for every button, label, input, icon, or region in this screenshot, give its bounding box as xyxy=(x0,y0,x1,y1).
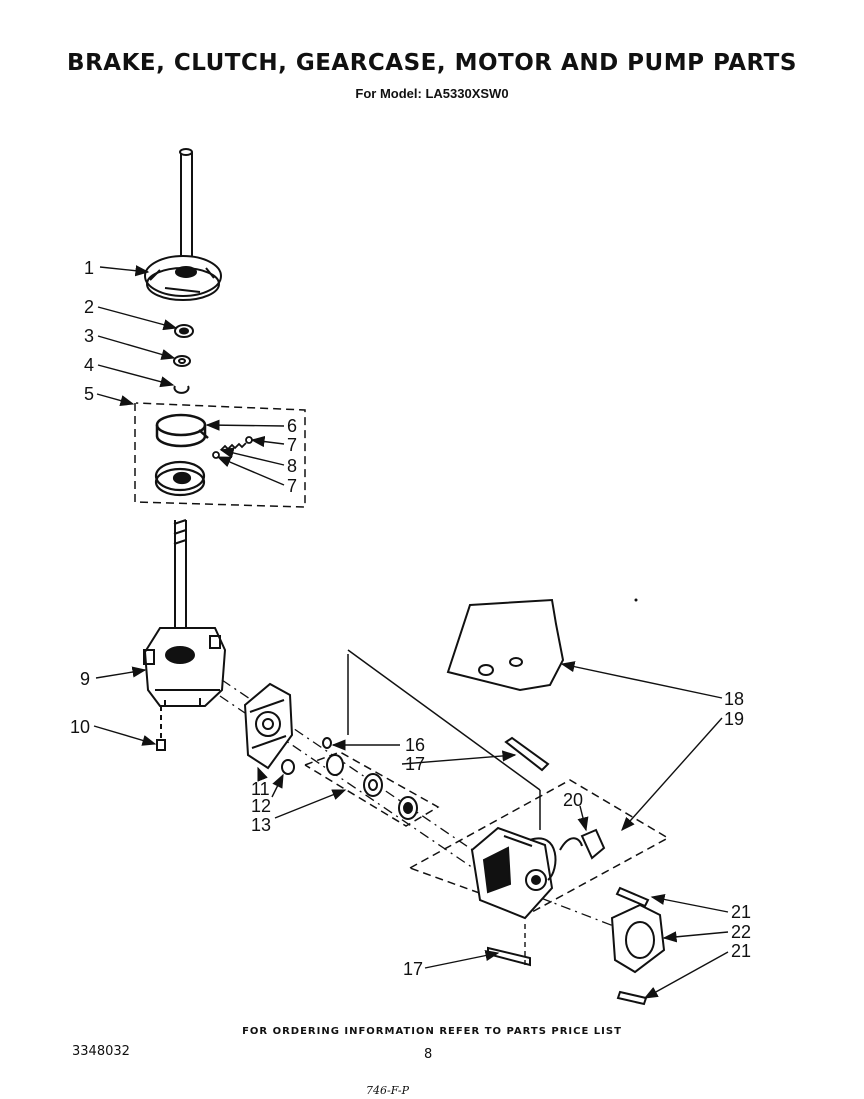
leader-lines xyxy=(93,265,729,999)
callout-8: 8 xyxy=(287,456,297,476)
part-13-pump-parts xyxy=(326,754,418,820)
part-3-washer xyxy=(173,355,191,367)
part-17-bracket-lower xyxy=(487,946,531,967)
callout-5: 5 xyxy=(84,384,94,404)
document-number: 3348032 xyxy=(72,1044,130,1059)
callout-2: 2 xyxy=(84,297,94,317)
handwritten-code: 746-F-P xyxy=(366,1084,409,1097)
part-20-terminal-block xyxy=(559,828,606,860)
part-7-8-spring xyxy=(212,436,253,459)
callout-10: 10 xyxy=(70,717,90,737)
callout-19: 19 xyxy=(724,709,744,729)
callout-11: 11 xyxy=(251,779,270,799)
part-11-gasket-plate xyxy=(243,682,294,770)
callout-17-lower: 17 xyxy=(403,959,423,979)
callout-6: 6 xyxy=(287,416,297,436)
part-16-clip xyxy=(322,737,332,749)
part-13-pump-box xyxy=(304,751,440,827)
part-1-brake-cam xyxy=(144,255,222,301)
callout-3: 3 xyxy=(84,326,94,346)
motor xyxy=(470,826,557,920)
pump-connector-line xyxy=(347,649,541,830)
part-6-brake-band xyxy=(155,413,209,448)
callout-17-upper: 17 xyxy=(405,754,425,774)
callout-4: 4 xyxy=(84,355,94,375)
part-9-gearcase xyxy=(143,627,227,707)
page-number: 8 xyxy=(424,1047,433,1062)
callout-labels: 1 2 3 4 5 6 7 8 7 9 10 11 12 13 16 17 18… xyxy=(70,258,751,979)
part-12-knob xyxy=(281,759,295,775)
part-5-brake-drum xyxy=(154,460,206,497)
callout-22: 22 xyxy=(731,922,751,942)
speck-mark xyxy=(634,598,638,602)
callout-1: 1 xyxy=(84,258,94,278)
callout-20: 20 xyxy=(563,790,583,810)
part-4-retaining-ring xyxy=(173,385,190,394)
part-21-clip-upper xyxy=(615,886,650,908)
callout-16: 16 xyxy=(405,735,425,755)
part-22-pump-cover xyxy=(610,903,666,974)
part-2-washer xyxy=(174,324,194,338)
callout-21-lower: 21 xyxy=(731,941,751,961)
page-title: BRAKE, CLUTCH, GEARCASE, MOTOR AND PUMP … xyxy=(67,50,797,76)
callout-18: 18 xyxy=(724,689,744,709)
part-10-screw xyxy=(156,706,166,751)
brake-shaft xyxy=(179,148,193,268)
callout-21-upper: 21 xyxy=(731,902,751,922)
callout-12: 12 xyxy=(251,796,271,816)
callout-7-lower: 7 xyxy=(287,476,297,496)
model-subtitle: For Model: LA5330XSW0 xyxy=(355,86,509,101)
part-17-bracket-upper xyxy=(504,736,550,772)
ordering-note: FOR ORDERING INFORMATION REFER TO PARTS … xyxy=(242,1026,622,1037)
part-18-baseplate-gasket xyxy=(446,598,565,692)
brake-assembly-box xyxy=(134,402,306,508)
callout-13: 13 xyxy=(251,815,271,835)
part-21-clip-lower xyxy=(616,990,648,1006)
callout-9: 9 xyxy=(80,669,90,689)
callout-7-upper: 7 xyxy=(287,435,297,455)
